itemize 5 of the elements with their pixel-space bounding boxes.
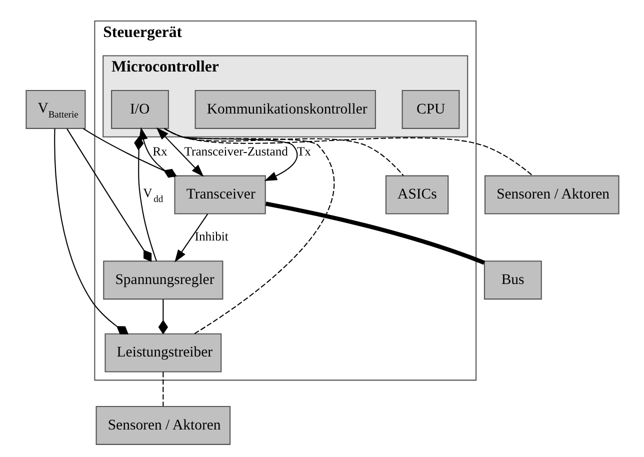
edge-label: Rx [152,144,167,158]
edge-label: Transceiver-Zustand [184,144,288,158]
edge-label: Inhibit [194,230,228,244]
edge-label: Tx [296,144,310,158]
edge-label: V$_{dd}$ [142,186,163,205]
